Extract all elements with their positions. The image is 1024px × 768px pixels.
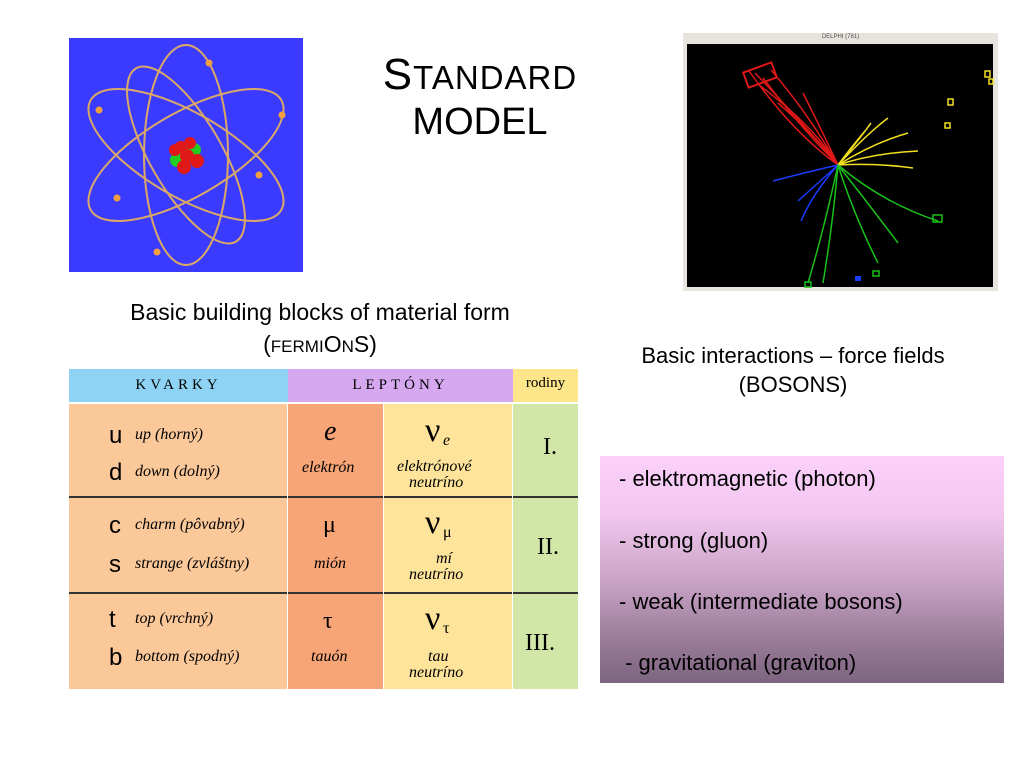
electron (113, 194, 121, 202)
quark-symbol: s (109, 551, 121, 578)
lepton-symbol: μ (323, 512, 336, 538)
quark-name: top (vrchný) (135, 610, 214, 627)
quark-symbol: u (109, 422, 123, 449)
quark-name: strange (zvláštny) (135, 555, 250, 572)
list-item: - gravitational (graviton) (619, 650, 857, 675)
bosons-caption: Basic interactions – force fields (BOSON… (608, 342, 978, 399)
header-families: rodiny (513, 369, 578, 402)
nucleus (169, 137, 204, 174)
electron (153, 248, 161, 256)
quark-name: up (horný) (135, 426, 203, 443)
fermions-caption-line1: Basic building blocks of material form (130, 299, 510, 325)
generation-label: II. (537, 534, 559, 560)
bosons-list: - elektromagnetic (photon) - strong (glu… (600, 456, 1004, 683)
caption-n: N (341, 337, 354, 357)
lepton-name: mión (314, 555, 346, 572)
list-item: - strong (gluon) (619, 528, 769, 553)
row-divider (69, 496, 578, 498)
title-rest: TANDARD (413, 59, 578, 96)
charged-lepton-column (288, 402, 384, 689)
table-row: t top (vrchný) b bottom (spodný) τ tauón… (69, 594, 578, 689)
atom-illustration (69, 38, 303, 272)
generation-label: I. (543, 434, 557, 460)
particle-event-display: DELPHI (781) (683, 33, 998, 291)
neutrino-symbol: ν (425, 504, 441, 541)
column-divider (383, 402, 384, 689)
electron (205, 59, 213, 67)
title-line2: MODEL (412, 100, 548, 143)
column-divider (287, 402, 288, 689)
orbit (87, 88, 285, 222)
neutrino-subscript: τ (443, 620, 450, 637)
header-leptons: LEPTÓNY (288, 369, 513, 402)
table-row: c charm (pôvabný) s strange (zvláštny) μ… (69, 498, 578, 592)
quark-symbol: b (109, 644, 123, 671)
quark-symbol: t (109, 606, 116, 633)
neutrino-name: elektrónové (397, 458, 472, 475)
slide-title: STANDARD MODEL (330, 50, 630, 144)
quark-column (69, 402, 288, 689)
quark-symbol: d (109, 459, 123, 486)
fermion-table: KVARKY LEPTÓNY rodiny u up (horný) d dow… (69, 369, 578, 689)
quark-symbol: c (109, 512, 121, 539)
neutrino-name: neutríno (409, 566, 464, 583)
electron (278, 111, 286, 119)
neutrino-subscript: e (443, 432, 451, 449)
family-column (513, 402, 578, 689)
quark-name: down (dolný) (135, 463, 220, 480)
electron (95, 106, 103, 114)
quark-name: bottom (spodný) (135, 648, 240, 665)
column-divider (512, 402, 513, 689)
caption-o: O (323, 331, 342, 358)
lepton-name: tauón (311, 648, 348, 665)
fermions-caption-line2: (FERMIONS) (60, 328, 580, 360)
caption-fermi: FERMI (270, 337, 324, 357)
orbit (87, 88, 285, 222)
row-divider (69, 592, 578, 594)
list-item: - elektromagnetic (photon) (619, 466, 876, 491)
neutrino-name: neutríno (409, 474, 464, 491)
neutrino-name: mí (436, 550, 452, 567)
quark-name: charm (pôvabný) (135, 516, 245, 533)
atom-diagram (87, 44, 286, 266)
header-quarks: KVARKY (69, 369, 288, 402)
neutrino-name: neutríno (409, 664, 464, 681)
lepton-symbol: τ (323, 608, 333, 634)
lepton-name: elektrón (302, 459, 355, 476)
neutrino-symbol: ν (425, 600, 441, 637)
caption-paren: ( (263, 331, 271, 358)
lepton-symbol: e (324, 416, 337, 447)
bosons-caption-line2: (BOSONS) (738, 371, 848, 397)
orbit (126, 65, 246, 245)
event-tracks (687, 44, 994, 288)
neutrino-name: tau (428, 648, 449, 665)
generation-label: III. (525, 630, 555, 656)
title-initial: S (382, 50, 414, 99)
event-display-label: DELPHI (781) (821, 34, 860, 40)
neutrino-subscript: μ (443, 524, 452, 541)
electron (255, 171, 263, 179)
list-item: - weak (intermediate bosons) (619, 589, 903, 614)
neutrino-column (384, 402, 513, 689)
neutrino-symbol: ν (425, 412, 441, 449)
caption-s: S) (353, 331, 377, 358)
row-divider (69, 402, 578, 404)
fermions-caption: Basic building blocks of material form (… (60, 296, 580, 360)
orbit (143, 44, 229, 266)
table-row: u up (horný) d down (dolný) e elektrón ν… (69, 404, 578, 496)
bosons-caption-line1: Basic interactions – force fields (641, 343, 945, 368)
